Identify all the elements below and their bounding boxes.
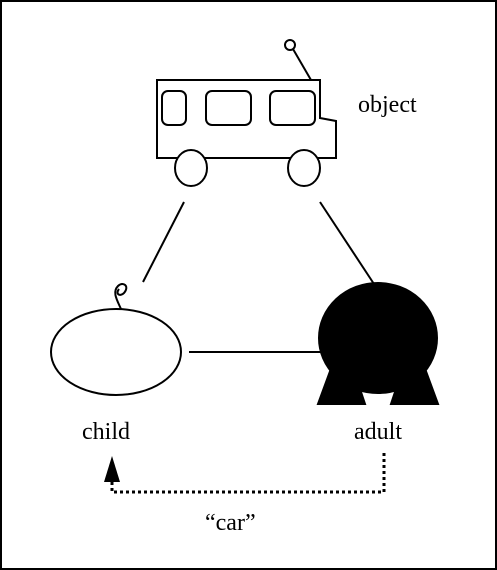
adult-label: adult: [354, 419, 402, 445]
child-label: child: [82, 419, 130, 445]
object-adult-link: [319, 201, 375, 285]
toy-bus-icon: [156, 39, 337, 187]
child-icon: [50, 283, 182, 396]
adult-icon: [316, 282, 440, 405]
object-label: object: [358, 92, 417, 118]
utterance-label: “car”: [205, 510, 256, 536]
object-child-link: [142, 201, 185, 283]
utterance-arrow: [104, 453, 386, 494]
